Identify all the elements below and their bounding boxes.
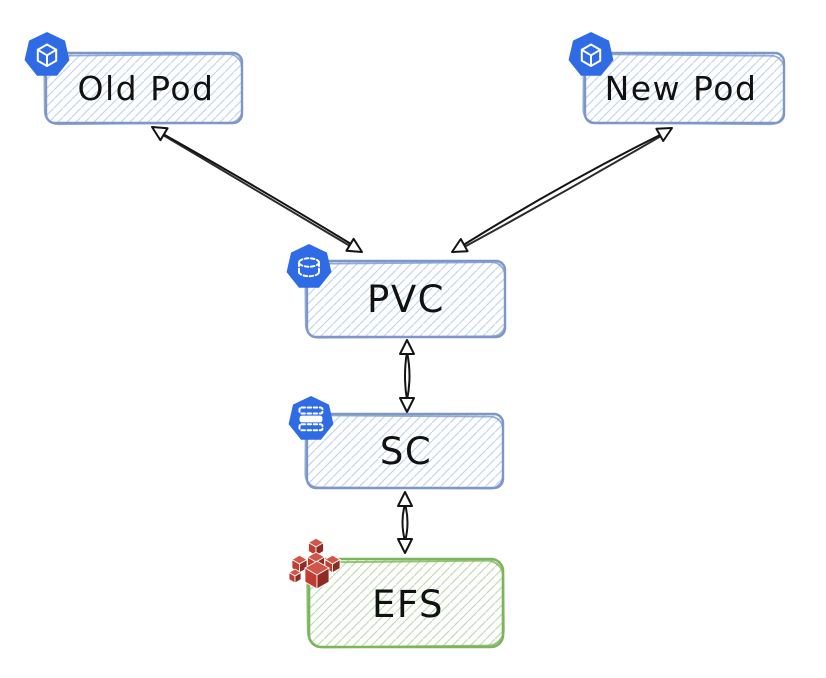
arrow-pvc-sc: [399, 339, 415, 413]
arrowhead-icon: [397, 491, 413, 507]
arrowhead-icon: [399, 339, 415, 355]
node-label-efs: EFS: [372, 583, 444, 626]
node-efs: EFS: [306, 557, 505, 649]
arrowhead-icon: [397, 538, 413, 554]
arrowhead-icon: [399, 397, 415, 413]
persistent-volume-claim-icon: [286, 244, 332, 288]
pod-icon: [24, 32, 70, 76]
arrow-sc-efs: [397, 491, 413, 554]
node-label-pvc: PVC: [367, 278, 445, 321]
arrowhead-icon: [345, 237, 363, 253]
arrowhead-icon: [655, 127, 673, 142]
node-sc: SC: [304, 412, 505, 490]
node-pvc: PVC: [304, 259, 507, 339]
node-label-new-pod: New Pod: [605, 69, 758, 108]
aws-efs-icon: [288, 537, 341, 590]
arrowhead-icon: [151, 126, 169, 142]
arrow-old-pod-pvc: [151, 126, 363, 253]
arrow-new-pod-pvc: [451, 127, 673, 253]
pod-icon: [568, 32, 614, 76]
node-new-pod: New Pod: [582, 51, 786, 126]
node-label-sc: SC: [380, 430, 432, 473]
arrowhead-icon: [451, 238, 469, 253]
storage-class-icon: [288, 396, 334, 440]
node-old-pod: Old Pod: [43, 51, 244, 126]
node-label-old-pod: Old Pod: [78, 69, 215, 108]
